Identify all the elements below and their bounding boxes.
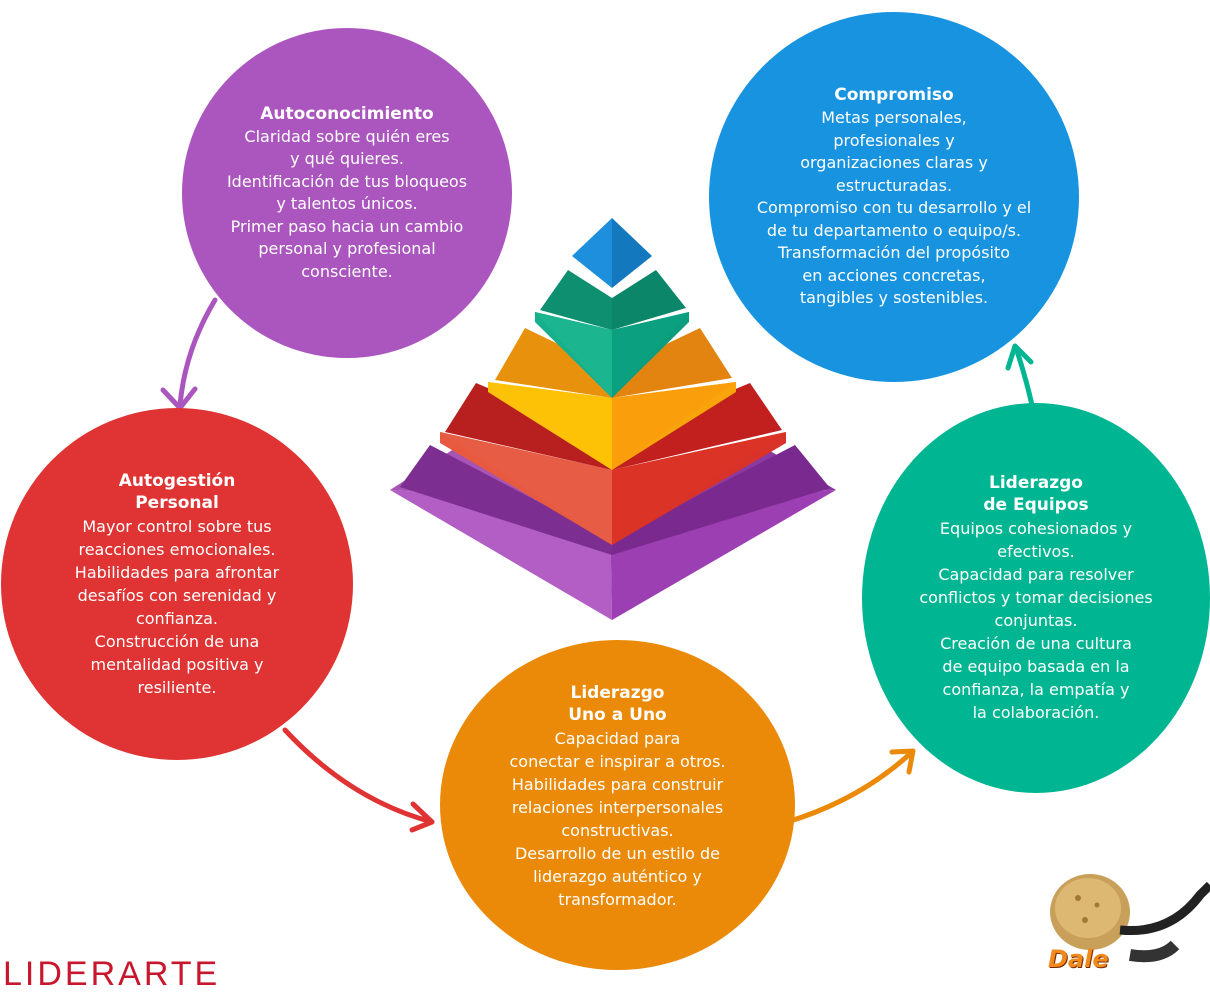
node-title: Liderazgo de Equipos bbox=[983, 473, 1089, 515]
node-description: Metas personales, profesionales y organi… bbox=[756, 108, 1032, 308]
node-autogestion-personal: Autogestión Personal Mayor control sobre… bbox=[1, 408, 353, 760]
node-description: Equipos cohesionados y efectivos. Capaci… bbox=[919, 519, 1153, 722]
node-title: Compromiso bbox=[834, 85, 954, 106]
node-description: Capacidad para conectar e inspirar a otr… bbox=[509, 729, 726, 909]
node-liderazgo-de-equipos: Liderazgo de Equipos Equipos cohesionado… bbox=[862, 403, 1210, 793]
node-autoconocimiento: Autoconocimiento Claridad sobre quién er… bbox=[182, 28, 512, 358]
node-title: Autogestión Personal bbox=[118, 470, 236, 513]
dale-logo-text: Dale bbox=[1048, 945, 1109, 973]
node-title: Liderazgo Uno a Uno bbox=[568, 683, 667, 725]
node-compromiso: Compromiso Metas personales, profesional… bbox=[709, 12, 1079, 382]
node-description: Claridad sobre quién eres y qué quieres.… bbox=[226, 126, 468, 281]
node-description: Mayor control sobre tus reacciones emoci… bbox=[74, 516, 280, 697]
pyramid bbox=[390, 218, 836, 620]
node-liderazgo-uno-a-uno: Liderazgo Uno a Uno Capacidad para conec… bbox=[440, 640, 795, 970]
arrow-autogestion-to-uno bbox=[282, 727, 435, 825]
liderarte-logo: LIDERARTE bbox=[3, 955, 221, 993]
node-title: Autoconocimiento bbox=[260, 103, 434, 124]
arrow-autoconocimiento-to-autogestion bbox=[177, 297, 218, 408]
arrow-uno-to-equipos bbox=[784, 749, 915, 825]
